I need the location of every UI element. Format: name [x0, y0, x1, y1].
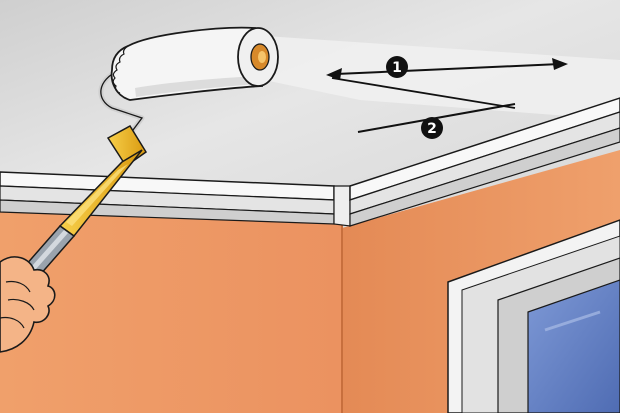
direction-marker-1 [386, 56, 408, 78]
direction-number-2: 2 [427, 121, 437, 137]
direction-arrow-1: 1 [326, 56, 568, 80]
window [447, 219, 620, 413]
roller-handle [58, 125, 148, 238]
direction-line-2: 2 [331, 77, 516, 139]
direction-number-1: 1 [392, 60, 402, 76]
hand [0, 256, 56, 353]
direction-marker-2 [421, 117, 443, 139]
paint-roller [98, 26, 279, 152]
